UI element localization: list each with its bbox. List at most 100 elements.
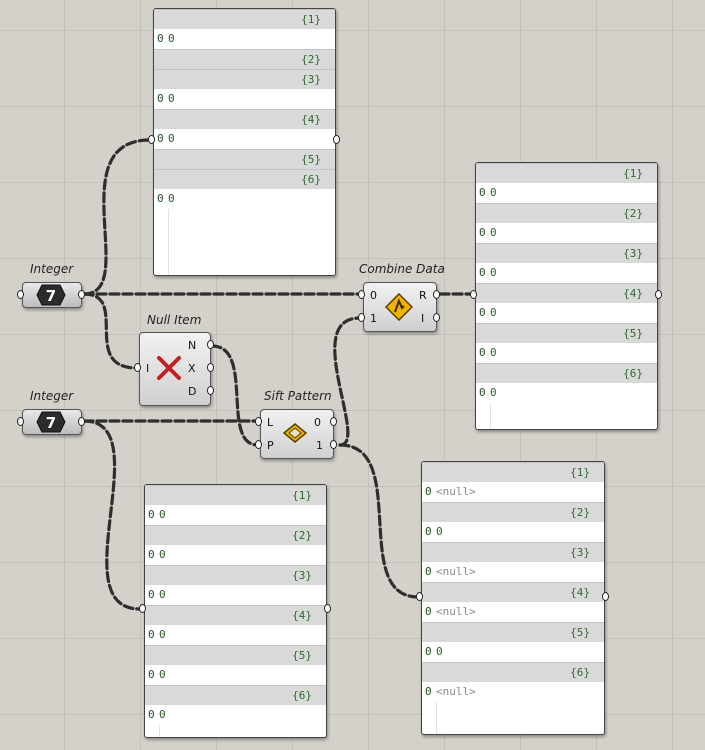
panel-item-index: 0 bbox=[157, 132, 164, 145]
panel-branch-path: {4} bbox=[476, 283, 657, 303]
panel-branch-path: {1} bbox=[422, 462, 604, 482]
combine-data-i-grip[interactable] bbox=[433, 313, 440, 322]
panel-item-value: 0 bbox=[168, 92, 175, 105]
integer2-slider[interactable]: 7 bbox=[22, 409, 82, 435]
panel-item-index: 0 bbox=[479, 266, 486, 279]
null-cross-icon bbox=[157, 356, 181, 380]
panel-item-index: 0 bbox=[425, 525, 432, 538]
panel-item-index: 0 bbox=[479, 226, 486, 239]
sift-pattern-l-grip[interactable] bbox=[255, 417, 262, 426]
panel-top-input-grip[interactable] bbox=[148, 135, 155, 144]
panel-branch-path: {4} bbox=[154, 109, 335, 129]
panel-bottom-right-input-grip[interactable] bbox=[416, 592, 423, 601]
panel-item-value: 0 bbox=[436, 645, 443, 658]
panel-bottom-left-input-grip[interactable] bbox=[139, 604, 146, 613]
sift-pattern-input-p: P bbox=[267, 439, 274, 452]
panel-branch-path: {3} bbox=[476, 243, 657, 263]
combine-data-input-0: 0 bbox=[370, 289, 377, 302]
panel-bottom-right-output-grip[interactable] bbox=[602, 592, 609, 601]
sift-pattern-label: Sift Pattern bbox=[264, 389, 332, 403]
null-item-input-grip[interactable] bbox=[134, 363, 141, 372]
sift-pattern-p-grip[interactable] bbox=[255, 440, 262, 449]
panel-branch-path: {2} bbox=[476, 203, 657, 223]
null-item-n-grip[interactable] bbox=[207, 340, 214, 349]
combine-data-r-grip[interactable] bbox=[433, 290, 440, 299]
integer2-label: Integer bbox=[30, 389, 74, 403]
panel-item-index: 0 bbox=[425, 565, 432, 578]
panel-item-value: 0 bbox=[168, 32, 175, 45]
panel-item-row: 0 <null> bbox=[422, 562, 604, 582]
panel-branch-path: {6} bbox=[145, 685, 326, 705]
panel-item-index: 0 bbox=[157, 192, 164, 205]
null-item-input-i: I bbox=[146, 362, 150, 375]
null-item-d-grip[interactable] bbox=[207, 386, 214, 395]
panel-right-output-grip[interactable] bbox=[655, 290, 662, 299]
panel-item-value: 0 bbox=[159, 708, 166, 721]
null-item-output-n: N bbox=[188, 339, 197, 352]
integer-hex-icon: 7 bbox=[36, 284, 66, 306]
wire-nullitem-sift bbox=[210, 344, 260, 447]
integer2-output-grip[interactable] bbox=[78, 417, 85, 426]
panel-branch-path: {2} bbox=[422, 502, 604, 522]
sift-pattern-0-grip[interactable] bbox=[330, 417, 337, 426]
panel-branch-path: {1} bbox=[145, 485, 326, 505]
panel-item-index: 0 bbox=[479, 346, 486, 359]
panel-right-input-grip[interactable] bbox=[470, 290, 477, 299]
panel-item-value: <null> bbox=[436, 685, 476, 698]
panel-item-value: 0 bbox=[159, 628, 166, 641]
panel-top-output-grip[interactable] bbox=[333, 135, 340, 144]
integer1-slider[interactable]: 7 bbox=[22, 282, 82, 308]
panel-branch-path: {6} bbox=[154, 169, 335, 189]
sift-pattern-1-grip[interactable] bbox=[330, 440, 337, 449]
panel-item-index: 0 bbox=[148, 548, 155, 561]
panel-item-value: 0 bbox=[490, 186, 497, 199]
null-item-x-grip[interactable] bbox=[207, 363, 214, 372]
panel-item-value: <null> bbox=[436, 565, 476, 578]
panel-item-value: 0 bbox=[490, 226, 497, 239]
panel-item-index: 0 bbox=[425, 645, 432, 658]
panel-item-index: 0 bbox=[479, 306, 486, 319]
panel-item-index: 0 bbox=[479, 186, 486, 199]
panel-item-row: 0<null> bbox=[422, 482, 604, 502]
panel-branch-path: {4} bbox=[145, 605, 326, 625]
combine-data-input-0-grip[interactable] bbox=[358, 290, 365, 299]
sift-pattern-icon bbox=[282, 423, 308, 443]
panel-bottom-left-output-grip[interactable] bbox=[324, 604, 331, 613]
integer1-output-grip[interactable] bbox=[78, 290, 85, 299]
panel-item-row: 0<null> bbox=[422, 682, 604, 702]
integer1-left-grip[interactable] bbox=[17, 290, 24, 299]
integer2-left-grip[interactable] bbox=[17, 417, 24, 426]
null-item-component[interactable]: I N X D bbox=[139, 332, 211, 406]
combine-data-input-1-grip[interactable] bbox=[358, 313, 365, 322]
panel-item-value: <null> bbox=[436, 485, 476, 498]
wire-sift1-panel-br bbox=[338, 443, 420, 599]
panel-branch-path: {5} bbox=[145, 645, 326, 665]
panel-item-value: 0 bbox=[490, 346, 497, 359]
integer1-value: 7 bbox=[46, 287, 56, 305]
panel-branch-path: {5} bbox=[476, 323, 657, 343]
sift-pattern-input-l: L bbox=[267, 416, 274, 429]
sift-pattern-component[interactable]: L P 0 1 bbox=[260, 409, 334, 459]
panel-branch-path: {3} bbox=[154, 69, 335, 89]
combine-data-component[interactable]: 0 1 R I bbox=[363, 282, 437, 332]
panel-item-index: 0 bbox=[148, 668, 155, 681]
